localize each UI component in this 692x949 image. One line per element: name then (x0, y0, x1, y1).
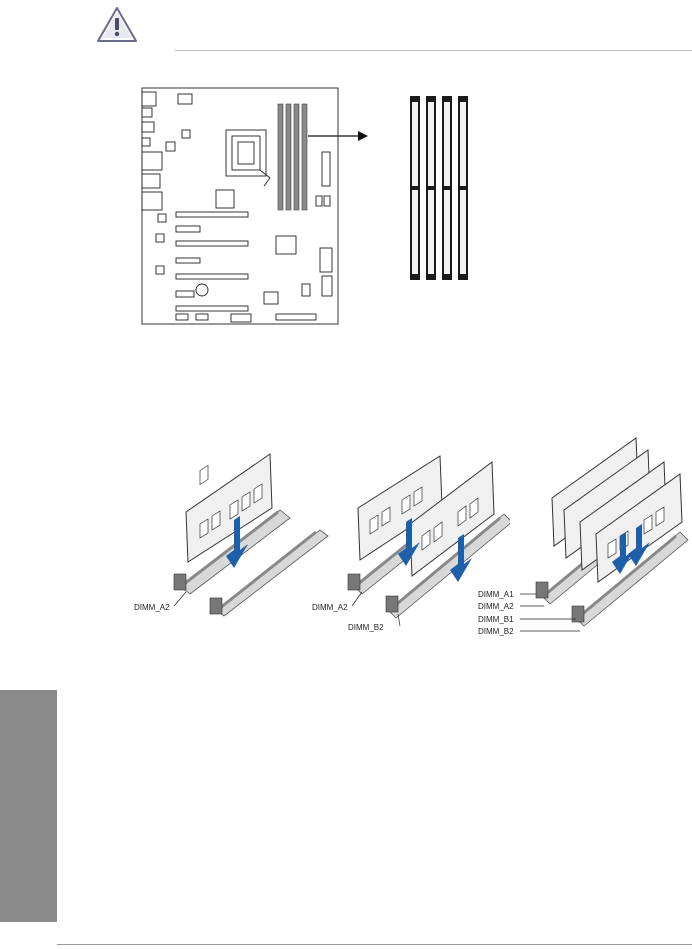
warning-triangle-icon (96, 6, 138, 44)
dimm-label: DIMM_A1 (478, 590, 514, 599)
one-module-illustration: DIMM_A2 (130, 450, 330, 640)
chapter-side-tab (0, 690, 57, 922)
motherboard-diagram (136, 86, 486, 326)
footer-divider (57, 944, 692, 945)
dimm-label: DIMM_A2 (478, 602, 514, 611)
dimm-label: DIMM_B2 (478, 627, 514, 636)
four-module-illustration: DIMM_A1 DIMM_A2 DIMM_B1 DIMM_B2 (476, 436, 690, 652)
dimm-label: DIMM_A2 (134, 603, 170, 612)
caution-divider (175, 50, 692, 51)
dimm-label: DIMM_B1 (478, 615, 514, 624)
dimm-label: DIMM_A2 (312, 603, 348, 612)
dimm-label: DIMM_B2 (348, 623, 384, 632)
